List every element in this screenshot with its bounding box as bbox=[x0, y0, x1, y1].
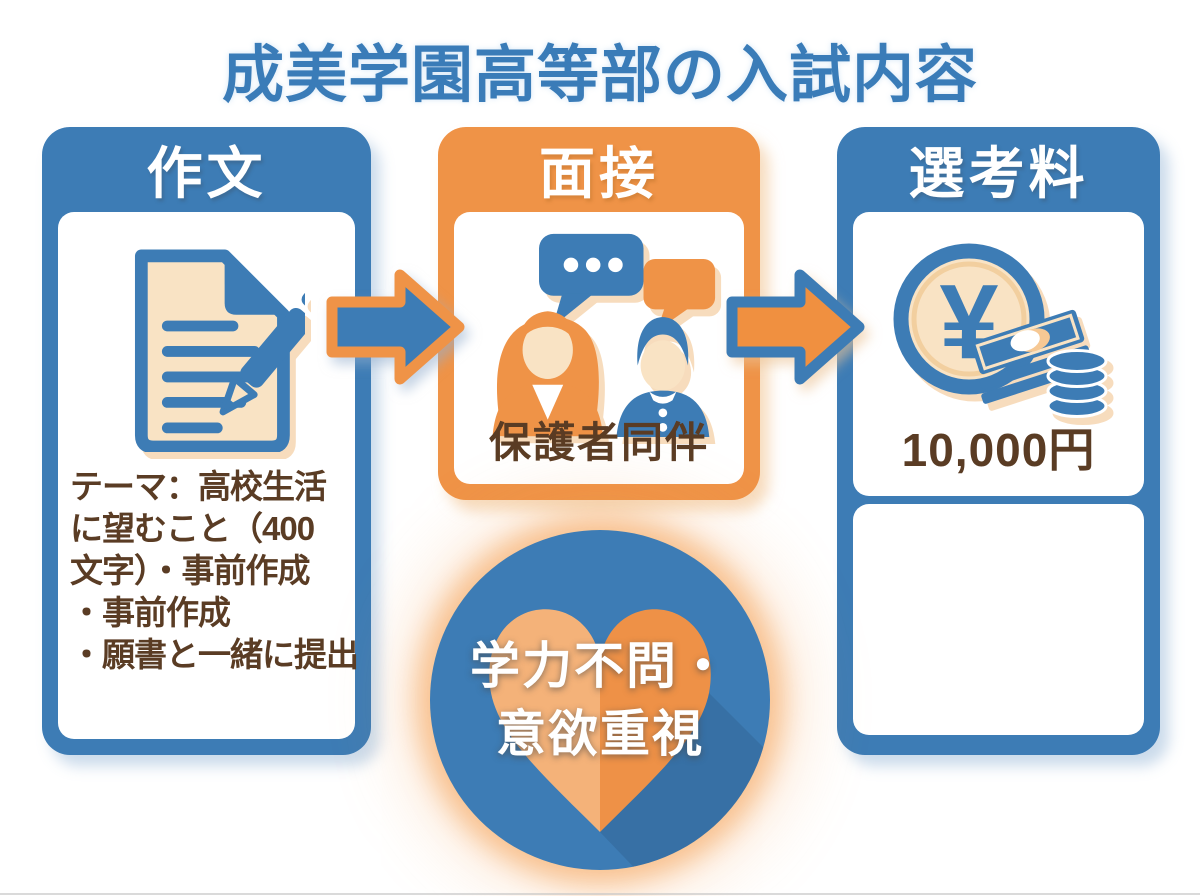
card-fee-header: 選考料 bbox=[837, 127, 1160, 212]
page-title: 成美学園高等部の入試内容 bbox=[221, 41, 978, 110]
card-interview-title: 面接 bbox=[539, 142, 659, 205]
card-essay-header: 作文 bbox=[42, 127, 371, 212]
bottom-edge-line bbox=[0, 893, 1200, 895]
card-essay-panel: テーマ：高校生活 に望むこと（400 文字）・事前作成 ・事前作成 ・願書と一緒… bbox=[58, 212, 359, 739]
document-pencil-icon bbox=[58, 246, 355, 452]
essay-line: 文字）・事前作成 bbox=[70, 552, 311, 589]
arrow-right-icon bbox=[326, 269, 465, 385]
card-essay: 作文 テーマ：高校生活 に望むこと（400 bbox=[42, 127, 371, 755]
card-essay-title: 作文 bbox=[146, 142, 267, 205]
essay-line: ・事前作成 bbox=[70, 594, 231, 631]
essay-details-text: テーマ：高校生活 に望むこと（400 文字）・事前作成 ・事前作成 ・願書と一緒… bbox=[58, 466, 359, 676]
arrow-right-icon bbox=[726, 269, 865, 385]
motto-text: 学力不問・ 意欲重視 bbox=[430, 632, 770, 768]
interview-caption: 保護者同伴 bbox=[488, 419, 709, 466]
card-fee-panel: ¥ 10,000円 bbox=[853, 212, 1144, 496]
heart-icon bbox=[489, 609, 770, 870]
card-fee-title: 選考料 bbox=[908, 142, 1089, 205]
card-interview-panel: 保護者同伴 bbox=[454, 212, 744, 484]
essay-line: テーマ：高校生活 bbox=[70, 468, 327, 505]
essay-line: に望むこと（400 bbox=[70, 510, 315, 547]
motto-line: 学力不問・ bbox=[470, 638, 730, 694]
card-fee: 選考料 ¥ bbox=[837, 127, 1160, 755]
interview-people-icon bbox=[454, 230, 744, 438]
motto-badge: 学力不問・ 意欲重視 bbox=[430, 530, 770, 870]
motto-line: 意欲重視 bbox=[496, 706, 704, 762]
card-fee-empty-panel bbox=[853, 504, 1144, 735]
card-interview-header: 面接 bbox=[438, 127, 760, 212]
fee-amount: 10,000円 bbox=[901, 424, 1096, 476]
card-interview: 面接 bbox=[438, 127, 760, 500]
essay-line: ・願書と一緒に提出 bbox=[70, 636, 359, 673]
yen-coin-money-icon: ¥ bbox=[853, 234, 1144, 432]
